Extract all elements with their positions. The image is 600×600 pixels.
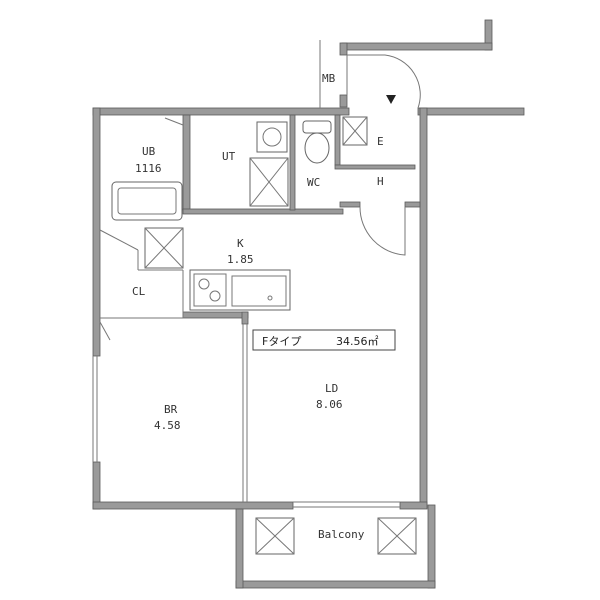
room-label-wc: WC [307, 176, 320, 189]
room-label-h: H [377, 175, 384, 188]
partitions [92, 40, 421, 508]
toilet-icon [304, 132, 330, 164]
kitchen-counter-icon [189, 269, 291, 311]
room-size-k: 1.85 [227, 253, 254, 266]
plan-area: 34.56㎡ [336, 335, 379, 348]
room-label-balcony: Balcony [318, 528, 365, 541]
room-size-ld: 8.06 [316, 398, 343, 411]
entrance-arrow-icon [386, 95, 396, 104]
room-label-e: E [377, 135, 384, 148]
room-size-ub: 1116 [135, 162, 162, 175]
bathtub-icon [111, 181, 183, 221]
interior-walls [182, 114, 421, 325]
plan-type-label: Fタイプ [262, 335, 301, 348]
room-label-cl: CL [132, 285, 146, 298]
room-label-br: BR [164, 403, 178, 416]
type-area-box [252, 329, 396, 351]
toilet-tank-icon [302, 120, 332, 134]
exterior-walls [92, 19, 525, 589]
room-label-k: K [237, 237, 244, 250]
fixtures [111, 95, 417, 555]
room-size-br: 4.58 [154, 419, 181, 432]
room-label-mb: MB [322, 72, 336, 85]
wash-basin-icon [256, 121, 288, 153]
room-label-ld: LD [325, 382, 338, 395]
room-label-ub: UB [142, 145, 156, 158]
room-label-ut: UT [222, 150, 236, 163]
